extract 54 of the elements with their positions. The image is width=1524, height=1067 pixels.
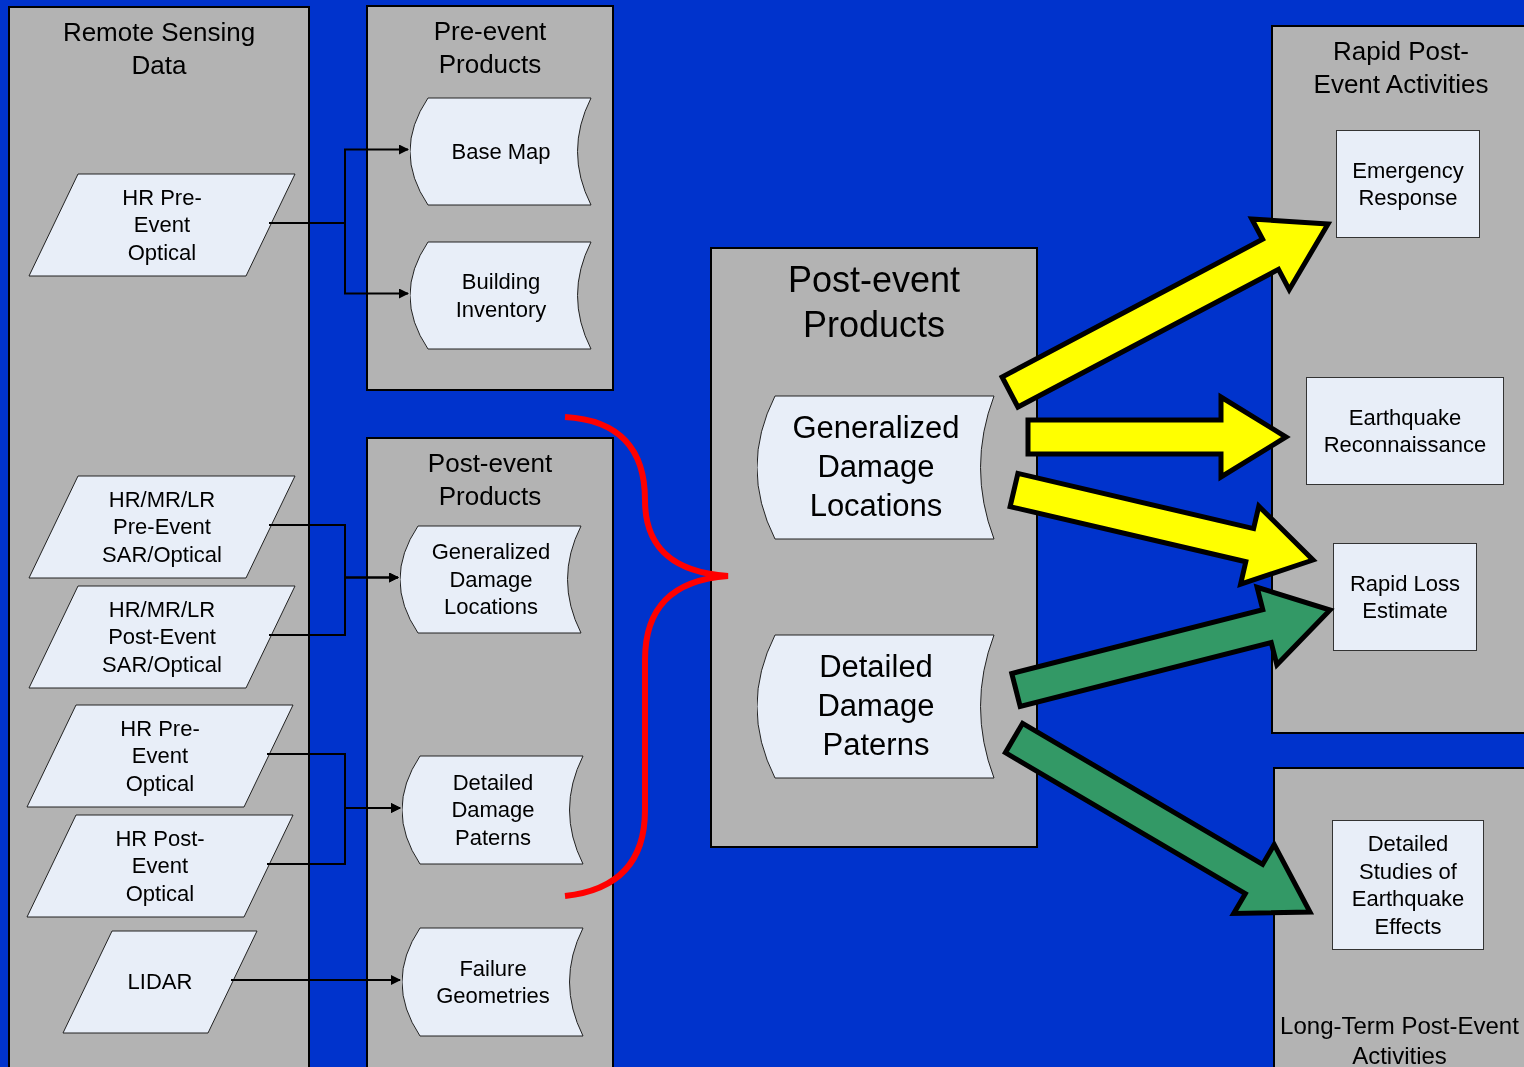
activity-box [1306,377,1504,485]
data-parallelogram [28,585,296,689]
node-text: Earthquake Reconnaissance [1322,403,1488,459]
block-arrow [1025,392,1291,482]
document-shape [757,395,995,540]
data-parallelogram [26,704,294,808]
activity-box [1336,130,1480,238]
node-text: Failure Geometries [436,954,550,1010]
panel-heading: Remote Sensing Data [61,16,257,81]
node-text: HR Pre-Event Optical [119,714,201,798]
data-parallelogram [28,173,296,277]
node-text: Detailed Studies of Earthquake Effects [1350,830,1466,940]
block-arrow [1008,583,1335,710]
activity-box [1333,543,1477,651]
node-text: HR/MR/LR Post-Event SAR/Optical [101,595,223,679]
node-text: Generalized Damage Locations [792,409,960,525]
connector-arrow [230,975,401,985]
panel-heading: Rapid Post-Event Activities [1312,35,1490,100]
block-arrow [1002,719,1315,917]
activity-box [1332,820,1484,950]
group-panel [366,5,614,391]
panel-heading: Post-event Products [426,447,554,512]
connector-arrow [268,572,399,636]
data-parallelogram [26,814,294,918]
block-arrow [1007,470,1318,588]
node-text: Detailed Damage Paterns [816,648,936,764]
panel-heading: Post-event Products [786,258,962,347]
panel-heading: Long-Term Post-Event Activities [1279,1011,1520,1067]
group-panel [8,6,310,1067]
node-text: Emergency Response [1351,156,1465,212]
panel-heading: Pre-event Products [432,15,548,80]
document-shape [402,927,584,1037]
node-text: Detailed Damage Paterns [450,768,536,852]
document-shape [410,97,592,206]
node-text: Building Inventory [454,268,548,323]
data-parallelogram [62,930,258,1034]
group-panel [710,247,1038,848]
node-text: HR Post-Event Optical [114,824,206,908]
node-text: HR Pre-Event Optical [121,183,203,267]
document-shape [410,241,592,350]
document-shape [757,634,995,779]
node-text: Rapid Loss Estimate [1348,569,1462,625]
block-arrow [998,216,1333,411]
node-text: Generalized Damage Locations [431,538,551,621]
group-panel [1273,767,1524,1067]
document-shape [402,755,584,865]
node-text: Base Map [451,137,551,166]
connector-arrow [266,803,401,865]
group-panel [366,437,614,1067]
node-text: LIDAR [127,968,193,996]
data-parallelogram [28,475,296,579]
group-panel [1271,25,1524,734]
document-shape [400,525,582,634]
node-text: HR/MR/LR Pre-Event SAR/Optical [101,485,223,569]
